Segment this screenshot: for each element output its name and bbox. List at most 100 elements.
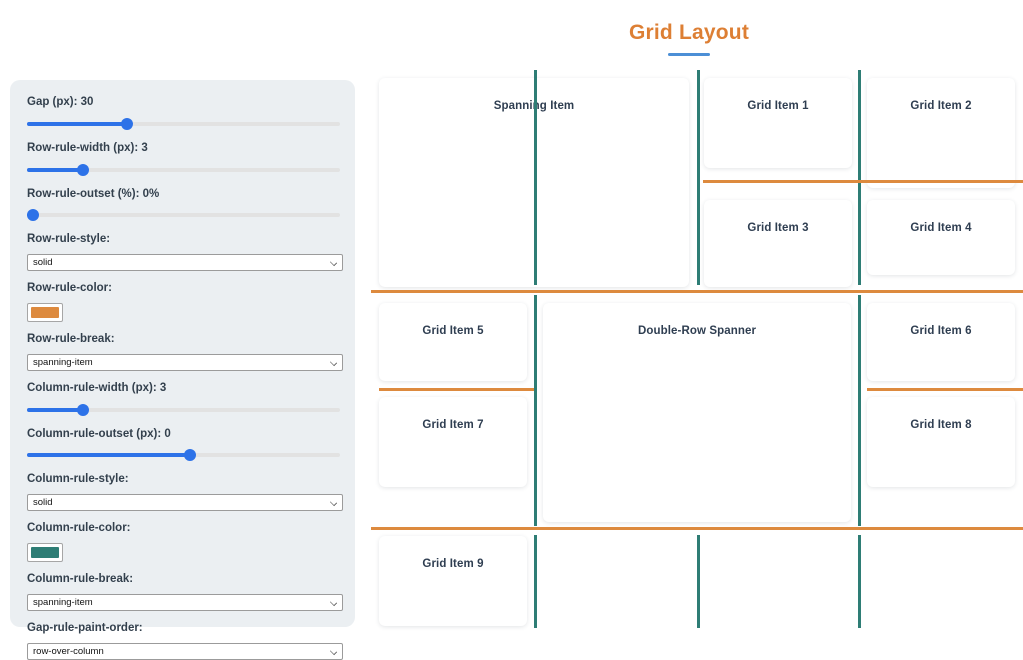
column-rule [534,535,537,628]
grid-item-label: Grid Item 6 [910,325,972,337]
chevron-down-icon [329,647,338,655]
gap-rule-paint-order-label: Gap-rule-paint-order: [27,621,143,634]
control-group-row-rule-break: Row-rule-break: spanning-item [27,332,343,371]
title-underline [668,53,710,56]
slider-fill [27,167,84,172]
grid-item: Grid Item 8 [867,397,1015,487]
slider-thumb[interactable] [77,163,90,176]
grid-item-label: Double-Row Spanner [637,325,757,337]
row-rule [371,290,1023,293]
slider-fill [27,407,84,412]
control-group-row-rule-outset: Row-rule-outset (%): 0% [27,187,340,223]
slider-fill [27,453,190,458]
control-group-column-rule-style: Column-rule-style: solid [27,473,343,512]
control-group-column-rule-width: Column-rule-width (px): 3 [27,381,340,417]
slider-thumb[interactable] [121,117,134,130]
row-rule [703,180,1023,183]
row-rule-style-label: Row-rule-style: [27,233,111,246]
control-group-gap-rule-paint-order: Gap-rule-paint-order: row-over-column [27,621,343,660]
slider-thumb[interactable] [77,403,90,416]
gap-label: Gap (px): 30 [27,96,94,108]
slider-track [27,167,340,172]
grid-item: Grid Item 5 [379,303,527,381]
gap-rule-paint-order-selected-value: row-over-column [33,645,104,657]
grid-demo-area: Spanning Item Grid Item 1 Grid Item 2 Grid … [371,70,1023,632]
column-rule [858,295,861,526]
column-rule-break-selected-value: spanning-item [33,596,93,608]
row-rule-break-label: Row-rule-break: [27,332,115,345]
grid-item-label: Grid Item 1 [747,100,809,112]
grid-item: Grid Item 1 [704,78,852,168]
column-rule-width-slider[interactable] [27,403,340,417]
slider-thumb[interactable] [27,209,40,222]
grid-item-label: Grid Item 9 [422,558,484,570]
column-rule [697,70,700,285]
column-rule [858,535,861,628]
color-fill [31,546,59,558]
row-rule-break-select[interactable]: spanning-item [27,353,343,371]
grid-item: Grid Item 4 [867,200,1015,275]
column-rule-style-selected-value: solid [33,497,53,509]
control-group-column-rule-color: Column-rule-color: [27,522,338,562]
control-group-column-rule-outset: Column-rule-outset (px): 0 [27,427,340,463]
chevron-down-icon [329,259,338,267]
column-rule-style-label: Column-rule-style: [27,473,129,486]
chevron-down-icon [329,358,338,366]
grid-item-label: Grid Item 4 [910,222,972,234]
row-rule-width-label: Row-rule-width (px): 3 [27,141,148,154]
row-rule-break-selected-value: spanning-item [33,356,93,368]
column-rule-outset-label: Column-rule-outset (px): 0 [27,427,171,440]
row-rule-color-label: Row-rule-color: [27,282,112,295]
grid-item-label: Grid Item 8 [910,419,972,431]
column-rule [697,535,700,628]
column-rule [534,295,537,526]
grid-item-label: Grid Item 2 [910,100,972,112]
column-rule-style-select[interactable]: solid [27,494,343,512]
grid-item-label: Spanning Item [493,100,575,112]
grid-item-label: Grid Item 5 [422,325,484,337]
slider-track [27,213,340,218]
slider-thumb[interactable] [183,449,196,462]
grid-item-label: Grid Item 7 [422,419,484,431]
column-rule-color-label: Column-rule-color: [27,522,131,535]
slider-track [27,121,340,126]
row-rule-outset-slider[interactable] [27,208,340,222]
grid-item: Grid Item 2 [867,78,1015,188]
slider-fill [27,121,128,126]
chevron-down-icon [329,499,338,507]
column-rule-width-label: Column-rule-width (px): 3 [27,381,167,394]
control-group-gap: Gap (px): 30 [27,96,340,131]
row-rule-width-slider[interactable] [27,163,340,177]
control-group-row-rule-width: Row-rule-width (px): 3 [27,141,340,177]
grid-item-label: Grid Item 3 [747,222,809,234]
column-rule [534,70,537,285]
column-rule-break-select[interactable]: spanning-item [27,593,343,611]
column-rule-break-label: Column-rule-break: [27,572,134,585]
control-group-row-rule-color: Row-rule-color: [27,282,338,322]
color-fill [31,306,59,318]
control-group-column-rule-break: Column-rule-break: spanning-item [27,572,343,611]
row-rule-style-selected-value: solid [33,257,53,269]
column-rule-color-swatch[interactable] [27,542,63,562]
control-group-row-rule-style: Row-rule-style: solid [27,233,343,272]
row-rule [379,388,534,391]
row-rule-color-swatch[interactable] [27,302,63,322]
grid-item: Grid Item 7 [379,397,527,487]
grid-item: Grid Item 3 [704,200,852,287]
slider-track [27,407,340,412]
page-title: Grid Layout [628,21,750,44]
grid-item: Grid Item 6 [867,303,1015,381]
grid-item: Double-Row Spanner [543,303,851,522]
page-header: Grid Layout [355,22,1023,56]
column-rule-outset-slider[interactable] [27,448,340,462]
chevron-down-icon [329,598,338,606]
grid-item: Grid Item 9 [379,536,527,626]
row-rule [371,527,1023,530]
row-rule [867,388,1023,391]
row-rule-style-select[interactable]: solid [27,254,343,272]
row-rule-outset-label: Row-rule-outset (%): 0% [27,187,160,200]
column-rule [858,70,861,285]
gap-rule-paint-order-select[interactable]: row-over-column [27,642,343,660]
gap-slider[interactable] [27,117,340,131]
controls-panel: Gap (px): 30 Row-rule-width (px): 3 Row-ru… [10,80,355,660]
